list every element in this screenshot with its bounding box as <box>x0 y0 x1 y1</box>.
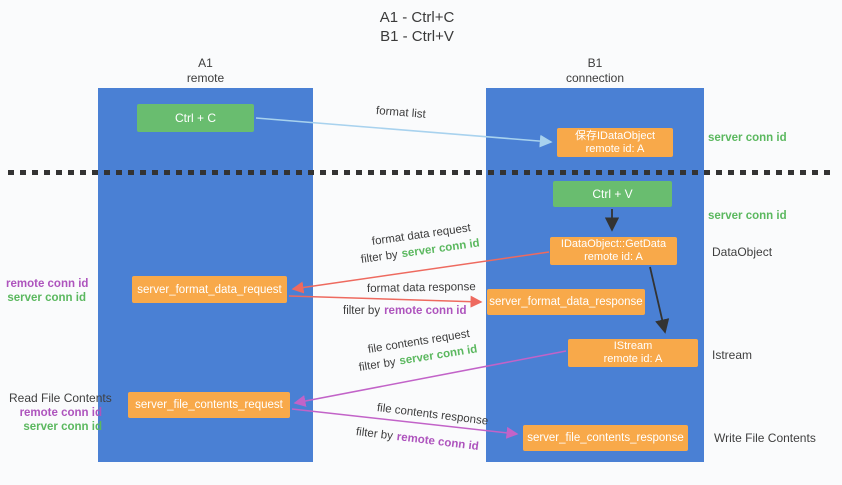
node-istream-line2: remote id: A <box>603 353 663 365</box>
node-ctrl-c-label: Ctrl + C <box>174 111 216 125</box>
column-b-header: B1 connection <box>486 56 704 86</box>
filter-by-text: filter by <box>358 356 397 374</box>
side-label-read-file-contents: Read File Contents <box>9 391 112 405</box>
side-label-conn-ids-file: remote conn id server conn id <box>10 406 102 434</box>
column-a-name: A1 <box>198 56 213 70</box>
node-server-file-contents-request-label: server_file_contents_request <box>135 399 283 411</box>
remote-conn-id-text: remote conn id <box>384 305 467 317</box>
title-line-1: A1 - Ctrl+C <box>379 9 455 26</box>
node-server-format-data-response: server_format_data_response <box>487 289 645 315</box>
side-label-conn-ids-format: remote conn id server conn id <box>6 277 89 305</box>
node-server-format-data-request-label: server_format_data_request <box>137 283 282 296</box>
server-conn-id-text: server conn id <box>7 292 86 304</box>
node-istream-line1: IStream <box>613 340 653 352</box>
remote-conn-id-text: remote conn id <box>396 431 480 454</box>
node-server-format-data-request: server_format_data_request <box>132 276 287 303</box>
node-save-idataobject-line1: 保存IDataObject <box>574 129 656 142</box>
filter-by-text: filter by <box>343 305 381 317</box>
column-a-role: remote <box>186 71 225 85</box>
node-server-file-contents-request: server_file_contents_request <box>128 392 290 418</box>
node-ctrl-v: Ctrl + V <box>553 181 672 207</box>
title-line-2: B1 - Ctrl+V <box>380 28 454 45</box>
edge-label-format-list: format list <box>375 105 427 121</box>
node-save-idataobject-line2: remote id: A <box>585 142 645 155</box>
side-label-dataobject: DataObject <box>712 245 773 259</box>
node-ctrl-v-label: Ctrl + V <box>592 187 633 201</box>
node-ctrl-c: Ctrl + C <box>137 104 254 132</box>
remote-conn-id-text: remote conn id <box>6 278 89 290</box>
side-label-server-conn-id-mid: server conn id <box>708 210 787 222</box>
edge-label-format-data-response: format data response <box>366 281 476 295</box>
column-b-name: B1 <box>587 56 603 70</box>
node-istream: IStream remote id: A <box>568 339 698 367</box>
node-server-file-contents-response-label: server_file_contents_response <box>527 432 684 444</box>
remote-conn-id-text: remote conn id <box>19 407 102 419</box>
side-label-istream: Istream <box>712 348 753 362</box>
node-getdata: IDataObject::GetData remote id: A <box>550 237 677 265</box>
node-server-format-data-response-label: server_format_data_response <box>489 296 643 308</box>
node-save-idataobject: 保存IDataObject remote id: A <box>557 128 673 157</box>
diagram-title: A1 - Ctrl+C B1 - Ctrl+V <box>317 8 517 46</box>
node-getdata-line1: IDataObject::GetData <box>560 238 667 250</box>
side-label-write-file-contents: Write File Contents <box>714 431 816 445</box>
node-getdata-line2: remote id: A <box>584 251 643 263</box>
side-label-server-conn-id-top: server conn id <box>708 132 787 144</box>
divider-dotted-line <box>8 170 835 175</box>
filter-by-text: filter by <box>360 248 399 266</box>
arrow-format-data-response <box>288 295 483 308</box>
server-conn-id-text: server conn id <box>23 421 102 433</box>
edge-label-file-contents-response: file contents response <box>376 402 489 428</box>
column-a-header: A1 remote <box>98 56 313 86</box>
column-b-role: connection <box>565 71 625 85</box>
filter-by-text: filter by <box>355 426 394 443</box>
node-server-file-contents-response: server_file_contents_response <box>523 425 688 451</box>
